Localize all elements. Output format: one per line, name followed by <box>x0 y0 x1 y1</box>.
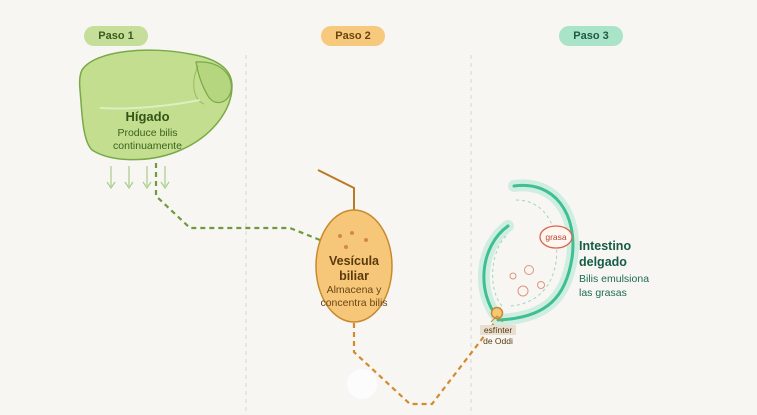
intestine-desc-line2: las grasas <box>579 287 627 299</box>
fat-bubble <box>539 225 573 249</box>
sphincter-connector <box>490 315 504 323</box>
gallbladder-desc-line1: Almacena y <box>326 284 382 296</box>
gallbladder-title-line2: biliar <box>339 269 369 283</box>
sphincter-label-bg <box>480 325 516 335</box>
bile-path-gallbladder-to-intestine <box>352 321 496 406</box>
bile-path-liver-to-gallbladder <box>154 163 321 242</box>
sphincter-label-line2: de Oddi <box>483 336 513 346</box>
decorative-circle <box>347 369 377 399</box>
liver-title: Hígado <box>125 109 170 124</box>
liver-shape <box>78 49 233 161</box>
step-pill-2: Paso 2 <box>321 26 385 46</box>
sphincter-label-line1: esfínter <box>483 325 513 335</box>
step-pill-1: Paso 1 <box>84 26 148 46</box>
gallbladder-shape <box>315 209 393 323</box>
cystic-duct <box>317 169 355 210</box>
intestine-title-line2: delgado <box>579 255 627 269</box>
intestine-desc-line1: Bilis emulsiona <box>579 273 650 285</box>
gallbladder-desc-line2: concentra bilis <box>320 297 388 309</box>
liver-desc-line1: Produce bilis <box>117 127 178 139</box>
intestine-shape <box>477 179 579 326</box>
step-pill-3: Paso 3 <box>559 26 623 46</box>
bile-drip-arrows <box>106 166 170 190</box>
sphincter-marker <box>490 306 504 320</box>
liver-desc-line2: continuamente <box>113 140 182 152</box>
fat-label: grasa <box>545 232 567 242</box>
fat-droplets <box>509 265 545 297</box>
intestine-title-line1: Intestino <box>579 239 632 253</box>
gallbladder-title-line1: Vesícula <box>328 254 380 268</box>
